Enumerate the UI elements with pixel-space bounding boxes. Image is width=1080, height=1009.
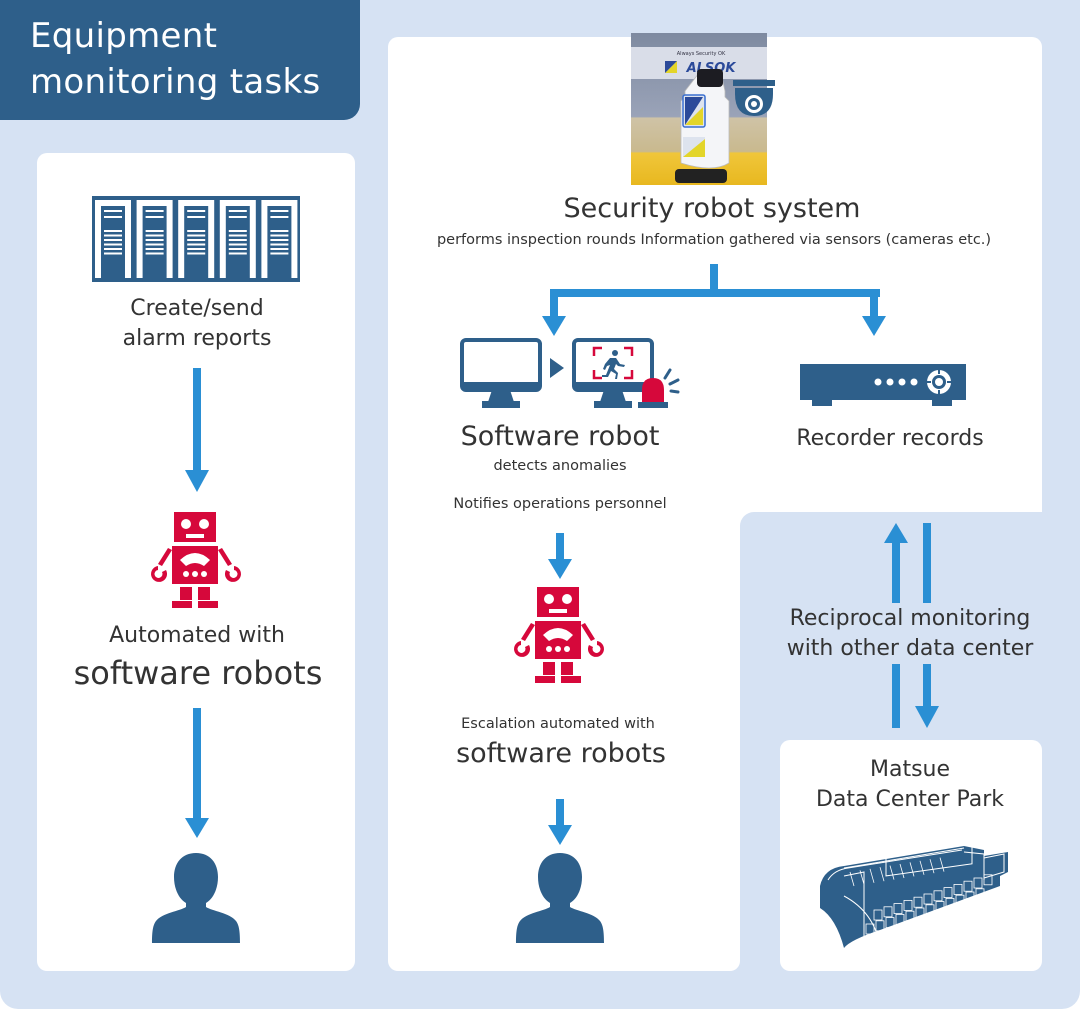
reciprocal-line-2: with other data center bbox=[786, 636, 1034, 661]
automated-with-label: Automated with bbox=[109, 623, 285, 648]
security-robot-title: Security robot system bbox=[563, 193, 861, 224]
title-line-2: monitoring tasks bbox=[30, 62, 321, 102]
arrow-down-icon bbox=[548, 533, 572, 579]
data-center-line-1: Matsue bbox=[869, 757, 951, 782]
data-center-label: Matsue Data Center Park bbox=[816, 755, 1004, 815]
arrow-up-icon bbox=[884, 523, 908, 603]
create-send-line-2: alarm reports bbox=[122, 326, 272, 351]
notify-personnel-label: Notifies operations personnel bbox=[453, 496, 667, 512]
software-robot-title: Software robot bbox=[460, 421, 660, 452]
create-send-line-1: Create/send bbox=[130, 296, 264, 321]
software-robots-label: software robots bbox=[73, 654, 323, 692]
arrow-line-icon bbox=[923, 523, 931, 603]
arrow-down-icon bbox=[185, 708, 209, 838]
title-box: Equipment monitoring tasks bbox=[0, 0, 360, 120]
reciprocal-line-1: Reciprocal monitoring bbox=[789, 606, 1031, 631]
monitor-alert-icon bbox=[572, 338, 680, 408]
branch-arrow-icon bbox=[542, 264, 886, 336]
reciprocal-monitoring-label: Reciprocal monitoring with other data ce… bbox=[787, 604, 1034, 664]
security-robot-subtitle: performs inspection rounds Information g… bbox=[436, 232, 992, 248]
data-center-building-icon bbox=[820, 841, 1008, 948]
software-robot-icon bbox=[514, 587, 604, 683]
create-send-label: Create/send alarm reports bbox=[123, 294, 272, 354]
data-center-line-2: Data Center Park bbox=[815, 787, 1005, 812]
photo-sign-tagline: Always Security OK bbox=[677, 51, 726, 57]
recorder-label: Recorder records bbox=[796, 426, 984, 451]
right-edge-background bbox=[1042, 480, 1080, 520]
monitor-icon bbox=[460, 338, 542, 408]
recorder-icon bbox=[800, 364, 966, 406]
software-robot-icon bbox=[151, 512, 241, 608]
person-icon bbox=[152, 853, 240, 943]
escalation-software-robots-label: software robots bbox=[456, 738, 666, 769]
title-line-1: Equipment bbox=[30, 16, 218, 56]
escalation-automated-label: Escalation automated with bbox=[461, 716, 655, 732]
play-triangle-icon bbox=[550, 358, 564, 378]
arrow-down-icon bbox=[185, 368, 209, 492]
dome-camera-icon bbox=[733, 80, 775, 116]
software-robot-subtitle: detects anomalies bbox=[493, 458, 627, 474]
arrow-down-icon bbox=[548, 799, 572, 845]
arrow-down-icon bbox=[915, 664, 939, 728]
right-inset-background bbox=[740, 512, 1080, 552]
person-icon bbox=[516, 853, 604, 943]
server-racks-icon bbox=[92, 196, 300, 282]
arrow-line-icon bbox=[892, 664, 900, 728]
